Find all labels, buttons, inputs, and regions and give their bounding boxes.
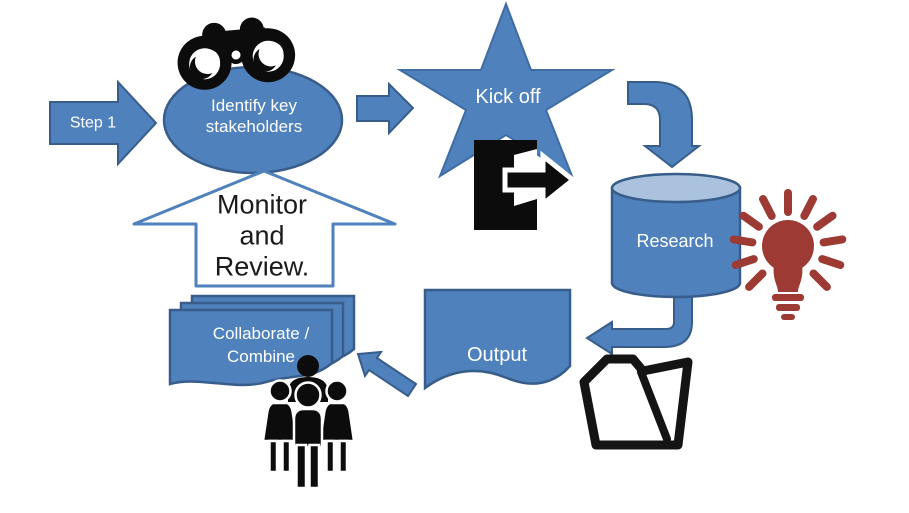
output-document-shape: [423, 288, 572, 391]
connector-elbow-down-right: [627, 81, 702, 169]
exit-door-icon: [474, 140, 578, 230]
step1-label: Step 1: [69, 114, 117, 132]
open-folder-icon: [579, 354, 693, 450]
identify-label-line1: Identify key: [210, 96, 297, 115]
identify-label-line2: stakeholders: [205, 117, 303, 136]
connector-arrow-up-left: [356, 350, 418, 398]
research-label: Research: [636, 231, 714, 252]
people-group-icon: [261, 355, 356, 490]
connector-arrow-right: [356, 81, 415, 136]
kickoff-star-shape: [396, 1, 616, 179]
monitor-label-line2: and: [239, 220, 285, 251]
connector-elbow-down-left: [585, 294, 693, 356]
kickoff-label: Kick off: [475, 86, 541, 108]
monitor-label-line1: Monitor: [216, 189, 308, 220]
collaborate-multidocument-shape: [168, 294, 356, 387]
monitor-label: Monitor and Review.: [215, 190, 310, 283]
output-label: Output: [466, 344, 528, 366]
collaborate-label-line1: Collaborate /: [212, 324, 310, 343]
identify-label: Identify key stakeholders: [206, 95, 302, 137]
lightbulb-icon: [729, 189, 847, 320]
binoculars-icon: [177, 17, 296, 90]
research-cylinder-shape: [610, 172, 742, 299]
collaborate-label-line2: Combine: [226, 347, 296, 366]
monitor-label-line3: Review.: [214, 251, 310, 282]
step1-arrow-shape: [49, 79, 158, 167]
collaborate-label: Collaborate / Combine: [213, 322, 309, 368]
monitor-up-arrow-shape: [132, 169, 397, 288]
